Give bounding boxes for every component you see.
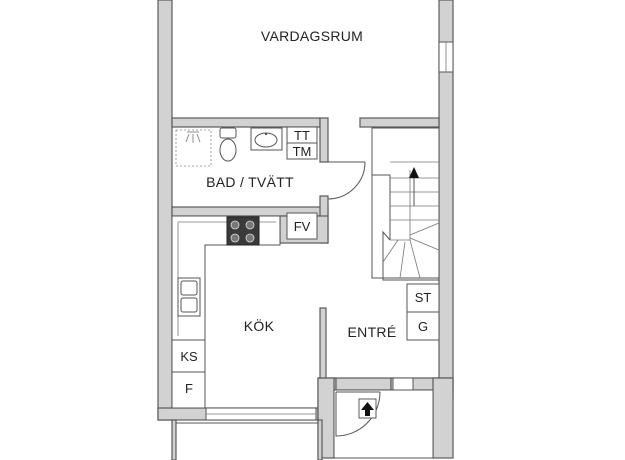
tm-label: TM xyxy=(293,144,312,159)
fridge-freezer-box xyxy=(171,339,206,409)
ks-label: KS xyxy=(180,349,198,364)
room-label-vardagsrum: VARDAGSRUM xyxy=(261,28,363,44)
f-label: F xyxy=(185,381,193,396)
tt-label: TT xyxy=(294,128,310,143)
toilet-icon xyxy=(219,127,237,162)
kitchen-sink-icon xyxy=(177,277,201,317)
entrance xyxy=(333,389,434,459)
bathroom: TT TM xyxy=(175,126,366,200)
fv-label: FV xyxy=(294,219,311,234)
room-label-kok: KÖK xyxy=(244,317,275,334)
triangle-up-icon xyxy=(409,167,419,178)
bathroom-door xyxy=(327,161,366,200)
sink-icon xyxy=(250,127,283,151)
room-label-entre: ENTRÉ xyxy=(348,324,397,340)
shower-area xyxy=(175,129,212,167)
patio xyxy=(171,419,323,460)
kitchen: KS F xyxy=(171,215,281,409)
up-arrow-icon xyxy=(358,398,377,419)
st-label: ST xyxy=(415,290,432,305)
room-label-bad-tvatt: BAD / TVÄTT xyxy=(206,174,294,190)
shower-icon xyxy=(185,131,201,143)
interior-walls xyxy=(171,117,440,379)
entry-closets: ST G xyxy=(406,283,440,341)
staircase xyxy=(371,127,440,281)
stove-icon xyxy=(226,216,260,246)
g-label: G xyxy=(418,319,428,334)
exterior-walls xyxy=(157,0,454,459)
